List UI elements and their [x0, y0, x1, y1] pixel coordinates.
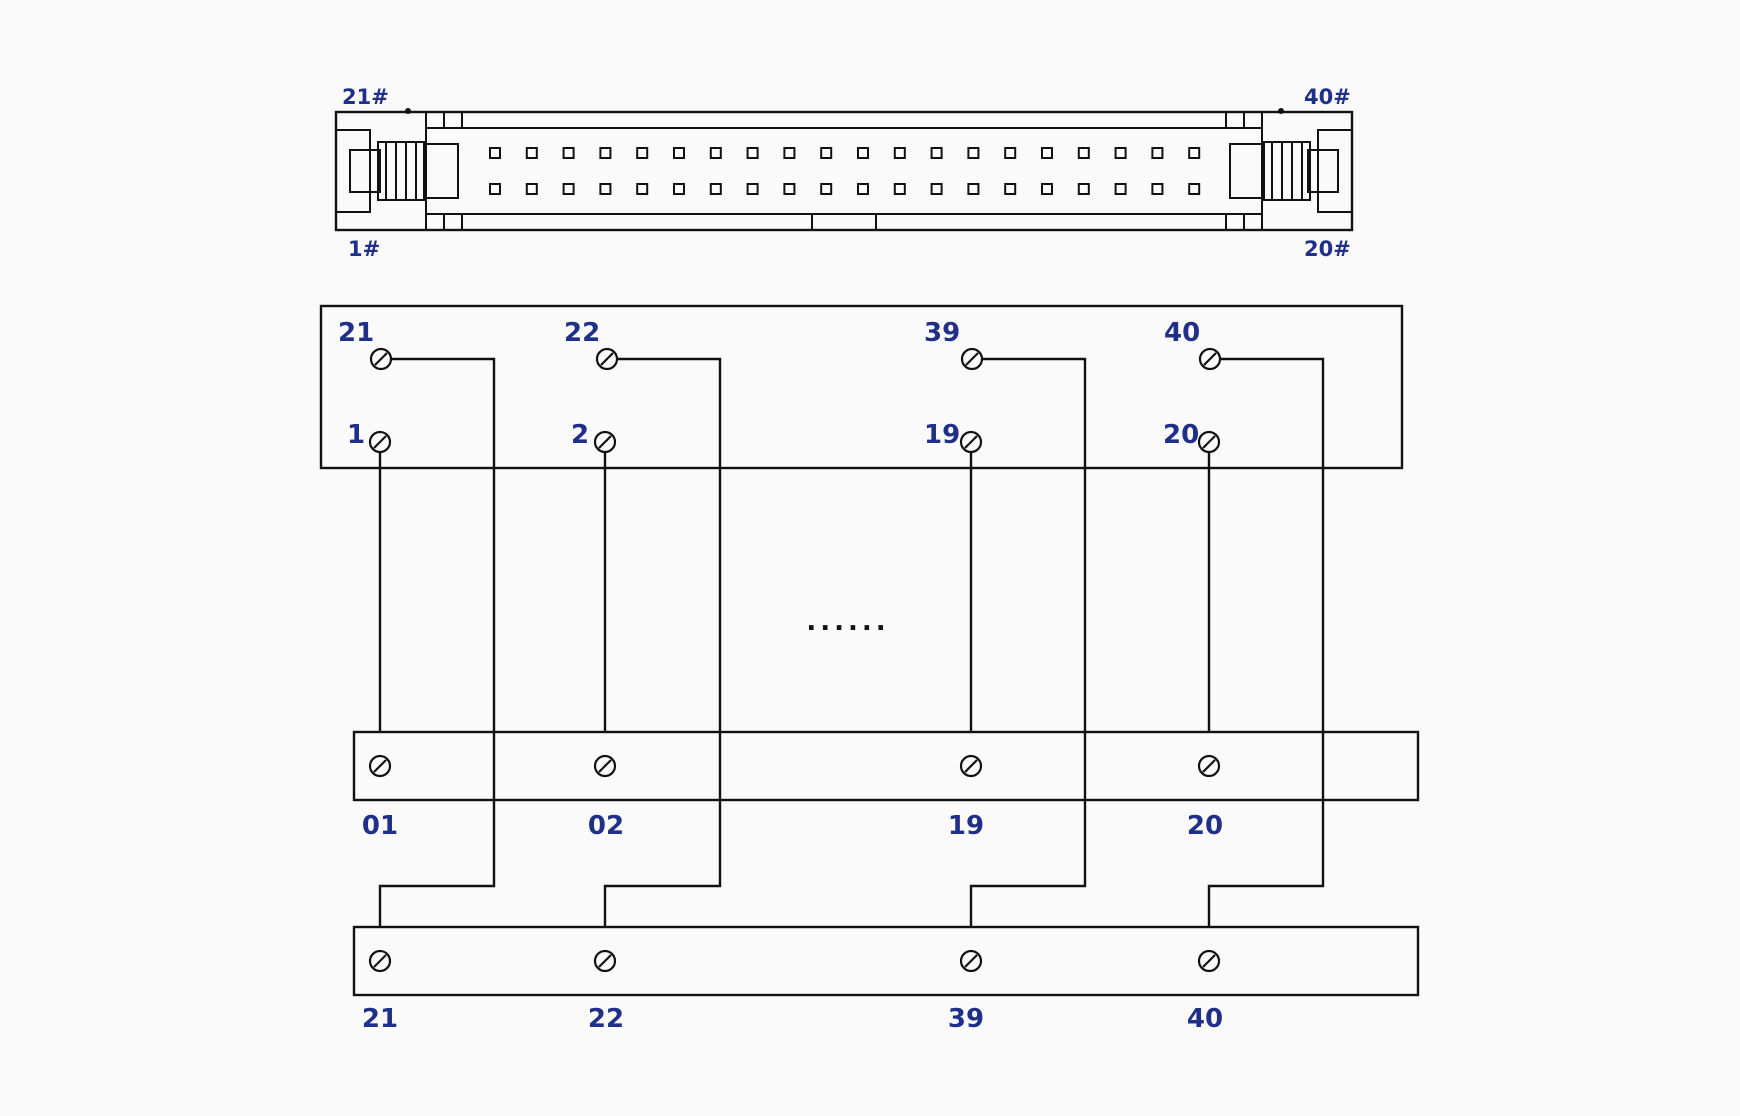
- pin-socket-icon: [525, 147, 538, 159]
- pin-socket-icon: [1077, 147, 1090, 159]
- pin-socket-icon: [1151, 183, 1164, 195]
- terminal-strip-2: [352, 925, 1420, 997]
- pin-socket-icon: [820, 147, 833, 159]
- terminal-strip-1-labels: 01 02 19 20: [362, 811, 1223, 841]
- header-board-labels: 21 22 39 40 1 2 19 20: [338, 318, 1200, 450]
- screw-terminal-icon: [593, 754, 617, 778]
- screw-terminal-icon: [1197, 754, 1221, 778]
- header-label-19: 19: [924, 420, 960, 450]
- pin-socket-icon: [709, 183, 722, 195]
- wire-21: [378, 357, 496, 927]
- pin-socket-icon: [1151, 147, 1164, 159]
- screw-terminal-icon: [959, 949, 983, 973]
- wire-22: [603, 357, 722, 927]
- pin-socket-icon: [673, 147, 685, 159]
- screw-terminal-icon: [593, 430, 617, 454]
- connector-outline: [334, 110, 1354, 232]
- header-label-2: 2: [571, 420, 589, 450]
- terminal-strip-2-labels: 21 22 39 40: [362, 1004, 1223, 1034]
- corner-label-top-left: 21#: [342, 85, 389, 109]
- pin-socket-icon: [1114, 183, 1127, 195]
- pin-socket-icon: [1004, 183, 1017, 195]
- pin-socket-icon: [893, 183, 906, 195]
- screw-terminal-icon: [369, 347, 393, 371]
- pin-socket-icon: [599, 147, 612, 159]
- header-label-22: 22: [564, 318, 600, 348]
- pin-socket-icon: [746, 183, 759, 195]
- screw-terminal-icon: [595, 347, 619, 371]
- wires: [378, 357, 1325, 927]
- screw-terminal-icon: [959, 754, 983, 778]
- header-label-39: 39: [924, 318, 960, 348]
- strip2-label-21: 21: [362, 1004, 398, 1034]
- header-label-21: 21: [338, 318, 374, 348]
- pin-socket-icon: [1188, 147, 1201, 159]
- pin-socket-icon: [636, 147, 649, 159]
- screw-terminal-icon: [1197, 430, 1221, 454]
- strip1-label-20: 20: [1187, 811, 1223, 841]
- pin-socket-icon: [636, 183, 649, 195]
- corner-label-bottom-left: 1#: [348, 237, 380, 261]
- pin-socket-icon: [489, 183, 501, 195]
- pin-socket-icon: [489, 147, 501, 159]
- pin-socket-icon: [1114, 147, 1127, 159]
- pin-socket-icon: [930, 183, 943, 195]
- header-label-1: 1: [347, 420, 365, 450]
- screw-terminal-icon: [1197, 949, 1221, 973]
- pin-socket-icon: [857, 147, 869, 159]
- screw-terminal-icon: [368, 754, 392, 778]
- pin-socket-icon: [930, 147, 943, 159]
- header-label-40: 40: [1164, 318, 1200, 348]
- pin-socket-icon: [1188, 183, 1201, 195]
- pin-socket-icon: [1041, 147, 1053, 159]
- strip2-label-40: 40: [1187, 1004, 1223, 1034]
- screw-terminal-icon: [959, 430, 983, 454]
- pin-socket-icon: [820, 183, 833, 195]
- pin-socket-icon: [967, 183, 980, 195]
- pin-socket-icon: [1077, 183, 1090, 195]
- right-latch: [1229, 108, 1353, 213]
- left-latch: [335, 108, 459, 213]
- strip2-label-39: 39: [948, 1004, 984, 1034]
- header-label-20: 20: [1163, 420, 1199, 450]
- header-board: [319, 304, 1404, 470]
- pin-grid: [489, 147, 1201, 195]
- pin-socket-icon: [857, 183, 869, 195]
- wire-40: [1207, 357, 1325, 927]
- strip1-label-02: 02: [588, 811, 624, 841]
- pin-socket-icon: [893, 147, 906, 159]
- strip1-label-19: 19: [948, 811, 984, 841]
- ellipsis: ......: [806, 607, 889, 637]
- wire-39: [969, 357, 1087, 927]
- pin-socket-icon: [746, 147, 759, 159]
- strip2-label-22: 22: [588, 1004, 624, 1034]
- screw-terminal-icon: [368, 430, 392, 454]
- screw-terminal-icon: [960, 347, 984, 371]
- pin-socket-icon: [525, 183, 538, 195]
- strip1-label-01: 01: [362, 811, 398, 841]
- screw-terminal-icon: [593, 949, 617, 973]
- terminal-strip-1: [352, 730, 1420, 802]
- screw-terminal-icon: [1198, 347, 1222, 371]
- screw-terminal-icon: [368, 949, 392, 973]
- pin-socket-icon: [1041, 183, 1053, 195]
- screw-terminals: [368, 347, 1222, 973]
- pin-socket-icon: [562, 147, 575, 159]
- pin-socket-icon: [783, 183, 796, 195]
- pin-socket-icon: [1004, 147, 1017, 159]
- pin-socket-icon: [967, 147, 980, 159]
- ribbon-connector: 21# 40# 1# 20#: [334, 85, 1354, 261]
- corner-label-bottom-right: 20#: [1304, 237, 1351, 261]
- pin-socket-icon: [783, 147, 796, 159]
- pin-socket-icon: [599, 183, 612, 195]
- corner-label-top-right: 40#: [1304, 85, 1351, 109]
- pin-socket-icon: [562, 183, 575, 195]
- pin-socket-icon: [673, 183, 685, 195]
- pin-socket-icon: [709, 147, 722, 159]
